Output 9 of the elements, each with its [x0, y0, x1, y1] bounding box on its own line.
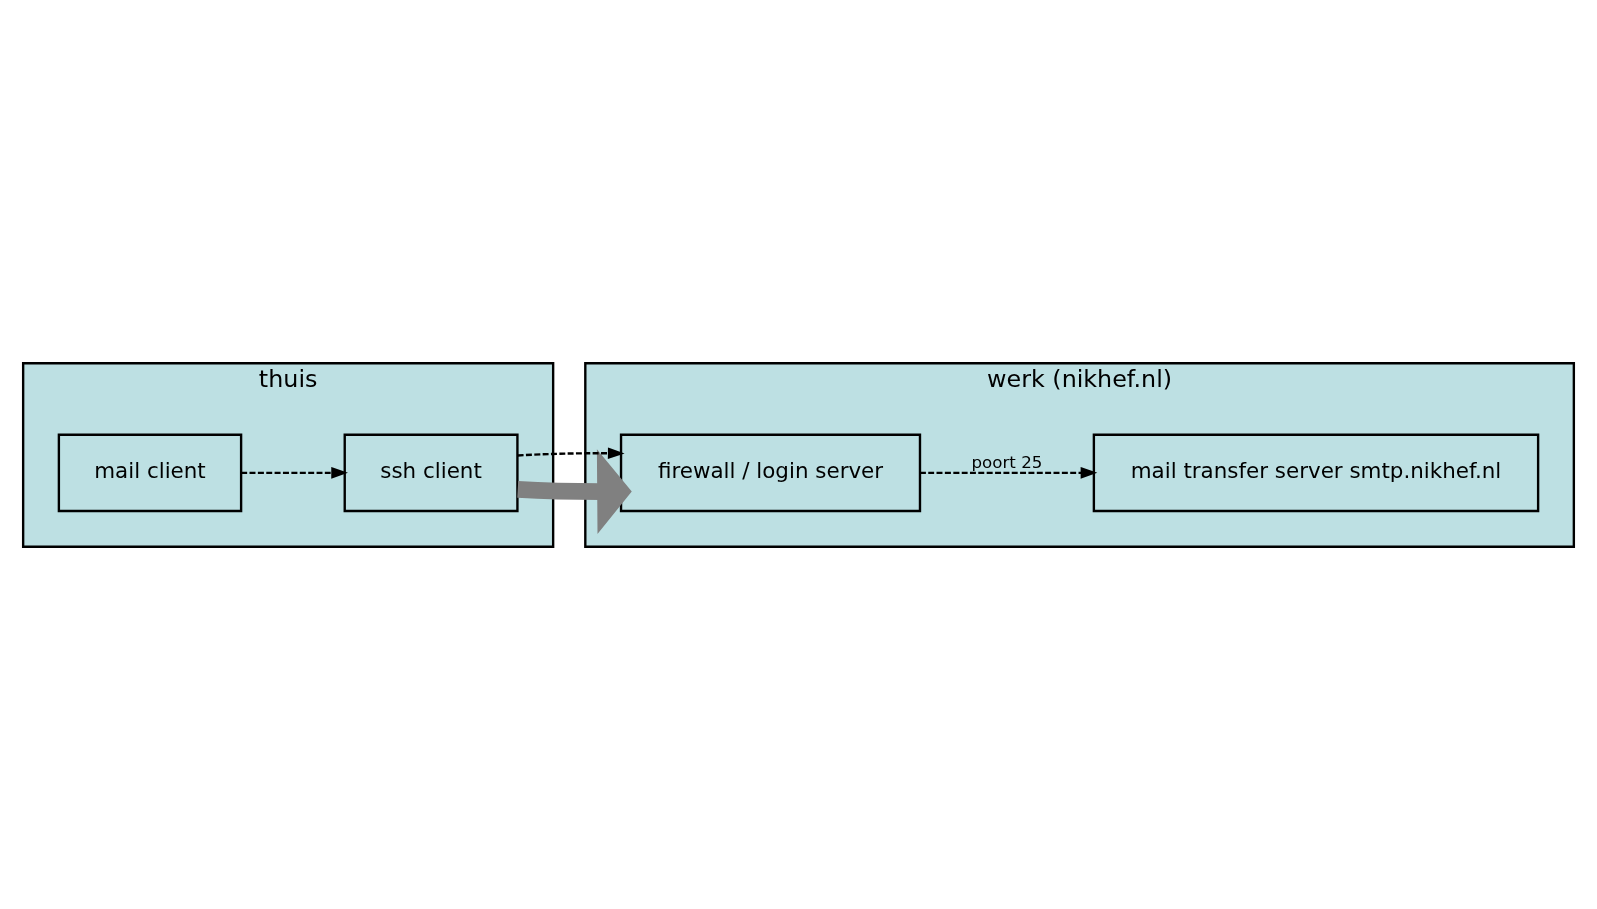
node-box: mail client [57, 433, 243, 512]
arrow [517, 448, 632, 534]
node-box: mail transfer server smtp.nikhef.nl [1092, 433, 1540, 512]
edge-label: poort 25 [971, 452, 1043, 472]
node-box: ssh client [343, 433, 519, 512]
arrow [241, 466, 348, 479]
arrow [920, 466, 1098, 479]
node-box: firewall / login server [619, 433, 922, 512]
arrow [517, 446, 625, 459]
